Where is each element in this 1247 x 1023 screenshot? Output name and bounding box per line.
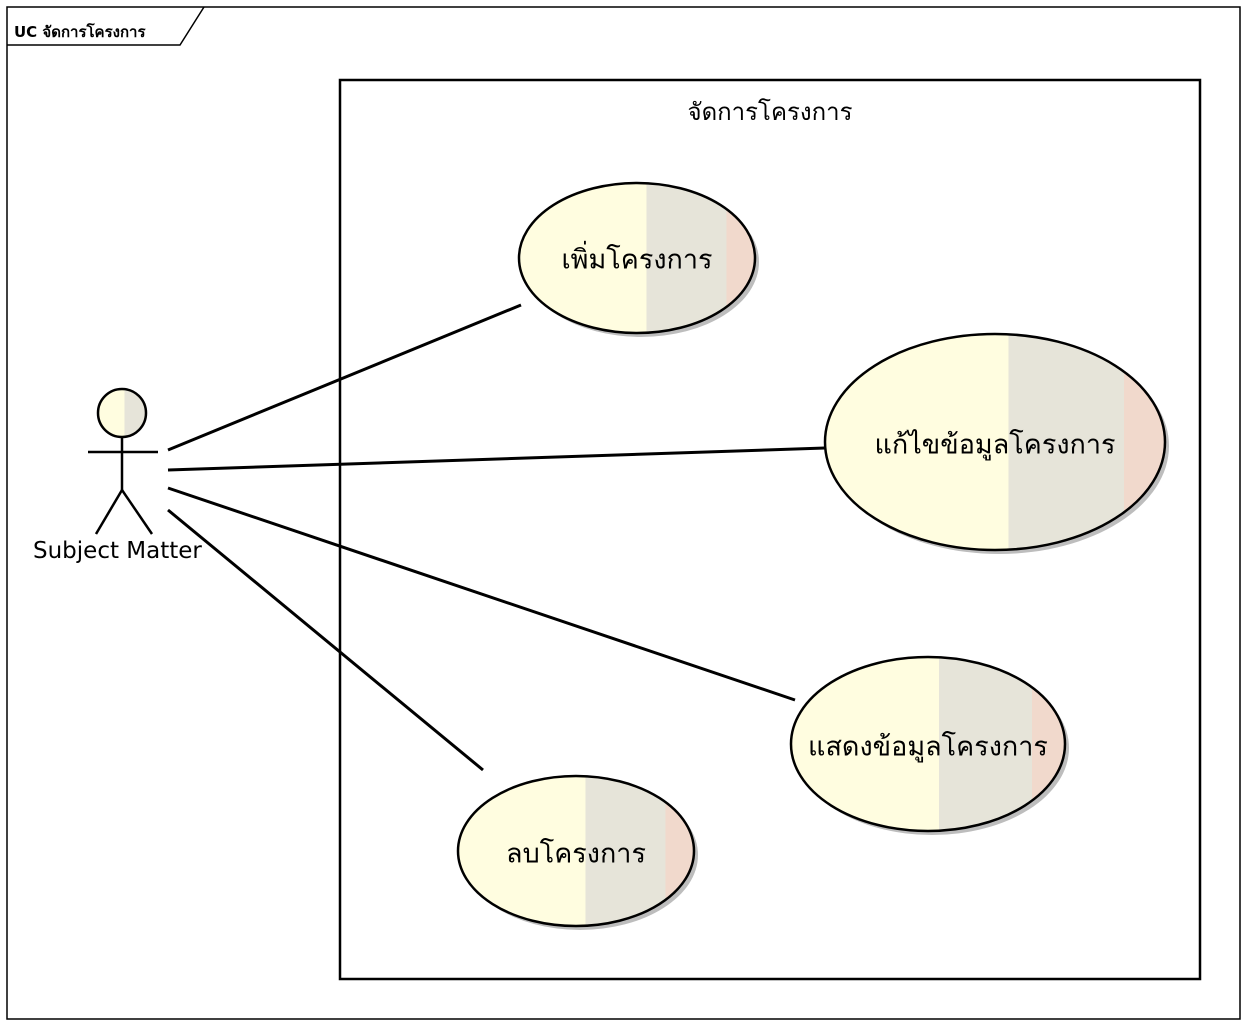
use-case-show-label: แสดงข้อมูลโครงการ <box>808 731 1048 763</box>
actor-left-leg <box>94 489 124 535</box>
actor-right-leg <box>120 489 154 535</box>
association-delete <box>167 508 484 772</box>
association-add <box>167 303 522 452</box>
actor-head <box>96 387 148 439</box>
use-case-edit-label: แก้ไขข้อมูลโครงการ <box>874 429 1116 461</box>
actor-name: Subject Matter <box>33 538 202 564</box>
use-case-show[interactable] <box>789 655 1069 835</box>
use-case-delete-label: ลบโครงการ <box>506 838 646 870</box>
use-case-delete-ellipse <box>456 774 696 928</box>
use-case-show-ellipse <box>789 655 1067 833</box>
actor-figure[interactable] <box>88 387 158 535</box>
association-show <box>167 486 796 702</box>
use-case-add[interactable] <box>517 181 759 337</box>
use-case-add-label: เพิ่มโครงการ <box>561 244 713 276</box>
use-case-add-ellipse <box>517 181 757 335</box>
system-title: จัดการโครงการ <box>687 98 853 126</box>
frame-tab <box>7 6 205 46</box>
use-case-edit[interactable] <box>823 332 1169 554</box>
system-boundary <box>338 78 1202 981</box>
association-edit <box>167 446 826 472</box>
frame-title: UC จัดการโครงการ <box>14 23 146 41</box>
use-case-edit-ellipse <box>823 332 1167 552</box>
diagram-frame <box>6 6 1241 1020</box>
use-case-delete[interactable] <box>456 774 698 930</box>
